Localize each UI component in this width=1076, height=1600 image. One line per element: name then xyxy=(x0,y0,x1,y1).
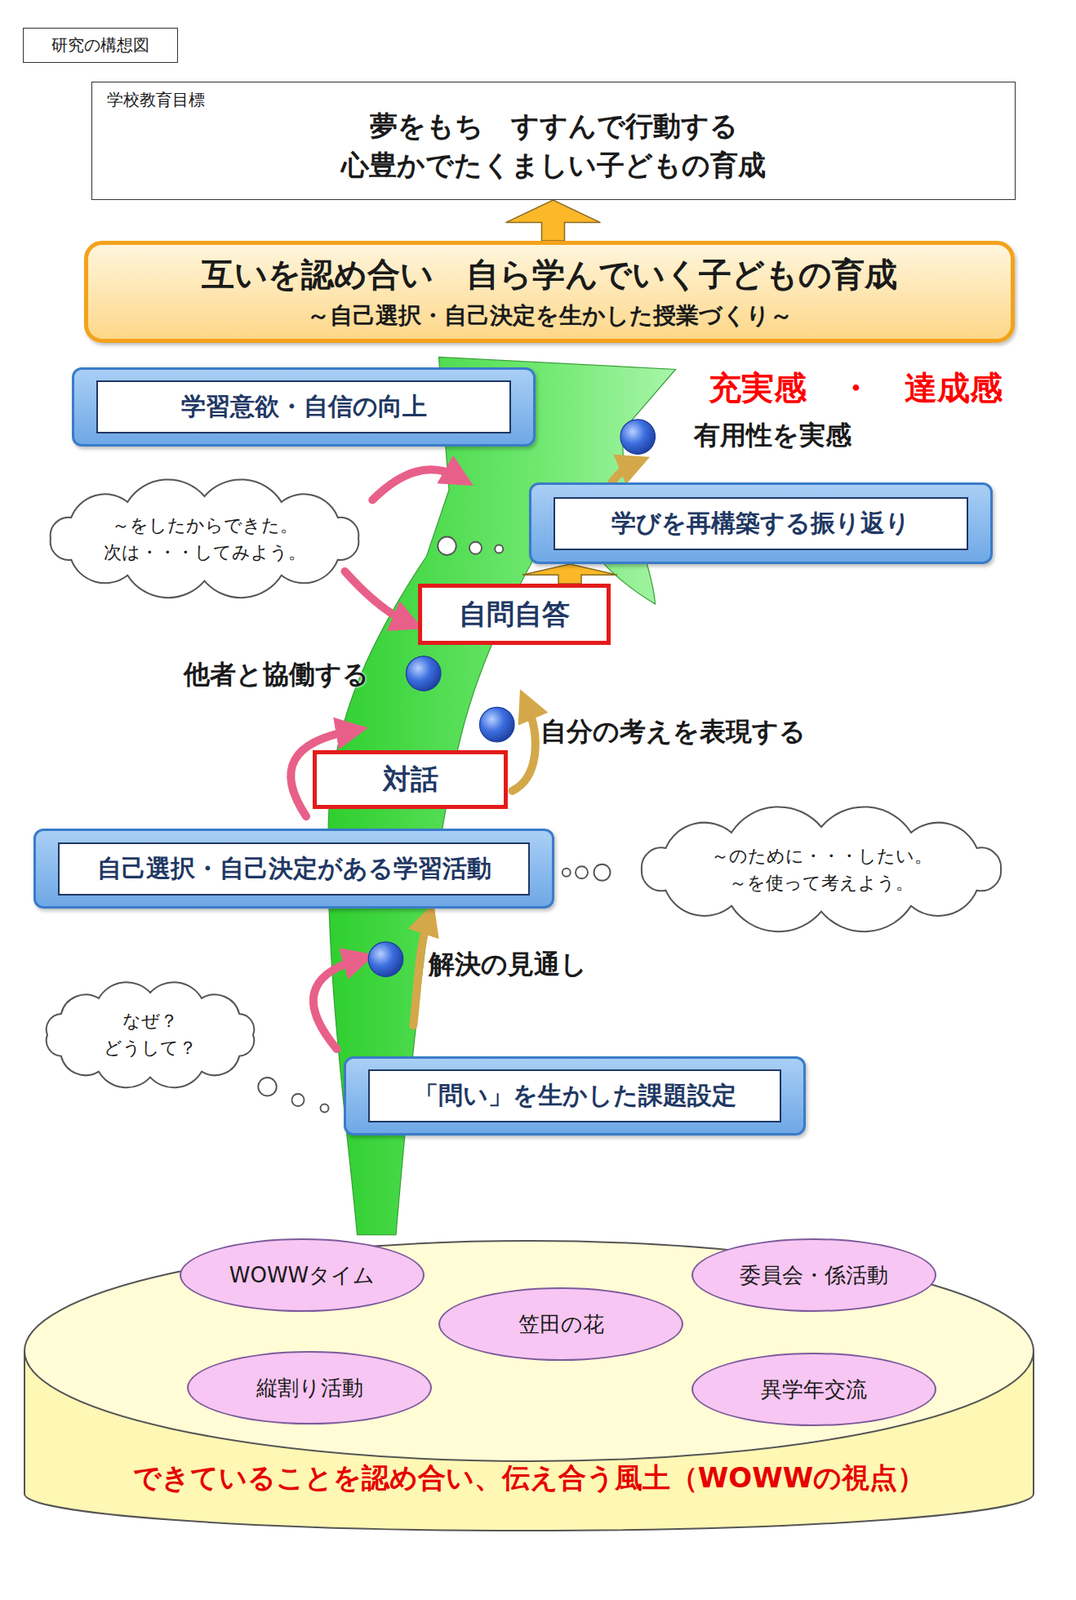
thought-dot xyxy=(469,542,482,555)
activity-ellipse: 異学年交流 xyxy=(691,1352,937,1427)
node-text: 「問い」を生かした課題設定 xyxy=(368,1069,782,1123)
node-text: 学びを再構築する振り返り xyxy=(553,497,969,551)
pink-arrow xyxy=(372,469,459,500)
cloud-shape xyxy=(46,982,254,1088)
node-text: ～をしたからできた。 次は・・・してみよう。 xyxy=(98,511,312,566)
node-text: 対話 xyxy=(382,760,439,799)
key-box: 自問自答 xyxy=(417,583,611,645)
gold-arrow xyxy=(512,704,536,792)
cloud-shape xyxy=(50,480,360,599)
key-box: 対話 xyxy=(312,750,508,810)
step-dot xyxy=(480,706,516,743)
thought-dot xyxy=(257,1077,277,1097)
title-tag: 研究の構想図 xyxy=(22,27,178,63)
thought-dot xyxy=(562,868,571,877)
thought-dot xyxy=(437,537,457,556)
pink-arrow xyxy=(313,959,360,1050)
activity-ellipse: 縦割り活動 xyxy=(186,1351,432,1425)
cloud-outline xyxy=(617,805,1026,934)
thought-cloud: ～のために・・・したい。 ～を使って考えよう。 xyxy=(617,805,1026,934)
base-cylinder: できていることを認め合い、伝え合う風土（WOWWの視点） WOWWタイム 委員会・係… xyxy=(22,1224,1036,1535)
goal-box: 学校教育目標夢をもち すすんで行動する 心豊かでたくましい子どもの育成 xyxy=(91,81,1016,201)
thought-cloud: ～をしたからできた。 次は・・・してみよう。 xyxy=(26,475,383,603)
thought-dot xyxy=(575,866,588,879)
block-arrow xyxy=(506,200,601,241)
cloud-outline xyxy=(26,475,383,603)
thought-dot xyxy=(320,1104,330,1113)
activity-ellipse: 委員会・係活動 xyxy=(691,1238,937,1312)
step-box: 学びを再構築する振り返り xyxy=(529,482,993,565)
pink-arrow xyxy=(345,571,410,623)
thought-cloud: なぜ？ どうして？ xyxy=(22,971,278,1099)
annotation-label: 充実感 ・ 達成感 xyxy=(708,365,1003,411)
node-text: 学習意欲・自信の向上 xyxy=(96,380,512,434)
cloud-shape xyxy=(641,807,1001,933)
step-dot xyxy=(368,942,404,978)
annotation-label: 解決の見通し xyxy=(428,947,587,983)
node-text: 互いを認め合い 自ら学んでいく子どもの育成 xyxy=(201,252,898,298)
annotation-label: 他者と協働する xyxy=(183,657,370,694)
annotation-label: 自分の考えを表現する xyxy=(540,714,806,751)
thought-dot xyxy=(594,864,611,881)
node-text: できていることを認め合い、伝え合う風土（WOWWの視点） xyxy=(22,1459,1036,1498)
node-text: 委員会・係活動 xyxy=(739,1261,889,1290)
step-box: 「問い」を生かした課題設定 xyxy=(343,1056,806,1136)
node-text: なぜ？ どうして？ xyxy=(101,1007,200,1062)
gold-arrow xyxy=(413,918,429,1026)
activity-ellipse: 笠田の花 xyxy=(438,1287,684,1361)
gold-arrow xyxy=(612,463,636,483)
block-arrow xyxy=(522,564,618,584)
annotation-label: 有用性を実感 xyxy=(693,417,852,454)
thought-dot xyxy=(292,1093,305,1107)
step-box: 自己選択・自己決定がある学習活動 xyxy=(33,828,555,909)
node-text: ～自己選択・自己決定を生かした授業づくり～ xyxy=(306,300,793,332)
step-dot xyxy=(406,656,442,692)
node-text: 縦割り活動 xyxy=(256,1373,364,1403)
node-text: 夢をもち すすんで行動する 心豊かでたくましい子どもの育成 xyxy=(324,106,783,185)
thought-dot xyxy=(494,545,503,554)
node-text: 異学年交流 xyxy=(760,1375,868,1405)
node-text: 笠田の花 xyxy=(518,1310,605,1339)
node-text: 研究の構想図 xyxy=(51,34,150,57)
cloud-outline xyxy=(22,971,278,1099)
step-dot xyxy=(620,419,656,455)
theme-box: 互いを認め合い 自ら学んでいく子どもの育成～自己選択・自己決定を生かした授業づく… xyxy=(84,240,1015,343)
node-text: 学校教育目標 xyxy=(106,88,205,112)
cylinder-top xyxy=(24,1240,1034,1462)
step-box: 学習意欲・自信の向上 xyxy=(71,367,536,447)
art-part xyxy=(257,537,610,1113)
node-text: ～のために・・・したい。 ～を使って考えよう。 xyxy=(702,842,940,897)
node-text: 自問自答 xyxy=(458,595,570,634)
node-text: 自己選択・自己決定がある学習活動 xyxy=(57,842,530,896)
node-text: WOWWタイム xyxy=(229,1261,376,1290)
activity-ellipse: WOWWタイム xyxy=(179,1238,425,1312)
